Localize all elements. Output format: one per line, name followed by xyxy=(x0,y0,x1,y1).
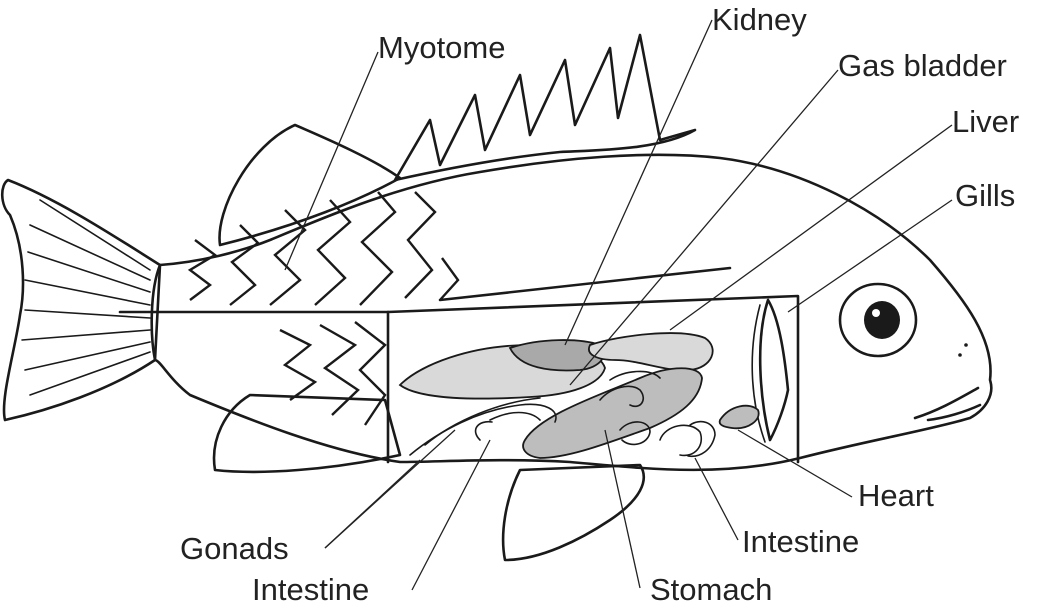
label-stomach: Stomach xyxy=(650,572,772,607)
eye xyxy=(838,282,968,358)
labels: Myotome Kidney Gas bladder Liver Gills H… xyxy=(180,2,1019,607)
leader-lines xyxy=(284,19,953,591)
fin-ray xyxy=(24,309,151,319)
leader-stomach xyxy=(604,429,641,589)
label-kidney: Kidney xyxy=(712,2,807,37)
fin-ray xyxy=(27,251,151,293)
label-gonads: Gonads xyxy=(180,531,289,566)
label-heart: Heart xyxy=(858,478,934,513)
label-liver: Liver xyxy=(952,104,1019,139)
leader-intestine-left xyxy=(411,439,491,591)
leader-heart xyxy=(737,429,853,498)
mouth xyxy=(913,386,982,422)
organs xyxy=(398,332,760,459)
leader-gas-bladder xyxy=(569,69,839,386)
fin-ray xyxy=(21,329,151,341)
dorsal-soft-fin xyxy=(218,123,402,247)
label-gills: Gills xyxy=(955,178,1015,213)
leader-liver xyxy=(669,124,953,331)
anal-fin xyxy=(212,393,402,474)
pelvic-fin xyxy=(501,463,646,562)
fin-ray xyxy=(39,199,151,271)
leader-kidney xyxy=(564,19,713,346)
leader-intestine-right xyxy=(694,457,739,541)
intestine-coils xyxy=(409,370,716,458)
label-myotome: Myotome xyxy=(378,30,505,65)
fin-ray xyxy=(24,341,151,371)
label-gas-bladder: Gas bladder xyxy=(838,48,1007,83)
kidney-organ xyxy=(508,339,605,372)
liver-organ xyxy=(588,332,714,372)
myotome-pattern xyxy=(187,191,460,426)
dorsal-spiny-fin xyxy=(393,33,697,182)
label-intestine-right: Intestine xyxy=(742,524,859,559)
label-intestine-left: Intestine xyxy=(252,572,369,607)
stomach-organ xyxy=(522,367,703,459)
fin-ray xyxy=(24,279,151,306)
leader-gills xyxy=(787,199,953,313)
heart-organ xyxy=(718,404,760,430)
fin-ray xyxy=(29,224,151,281)
fish-body xyxy=(118,153,993,472)
leader-myotome xyxy=(284,51,379,271)
fin-ray xyxy=(29,351,151,396)
caudal-fin xyxy=(0,178,162,422)
leader-gonads-2 xyxy=(324,429,456,549)
